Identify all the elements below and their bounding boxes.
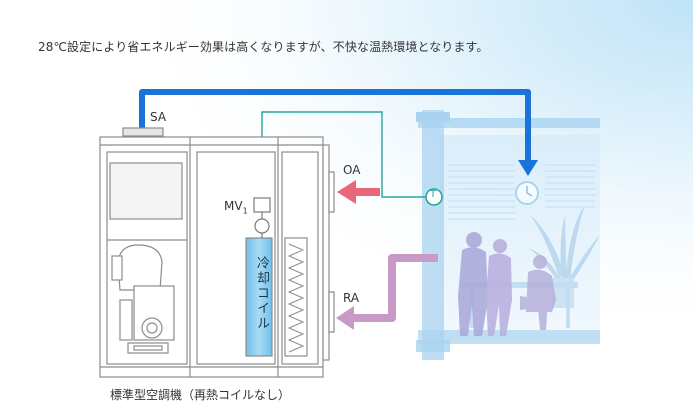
sa-label: SA	[150, 110, 167, 124]
unit-name-label: 標準型空調機（再熱コイルなし）	[110, 388, 291, 402]
mv-label-sub: 1	[242, 206, 248, 216]
motor-valve-icon	[253, 197, 271, 238]
caption-text: 28℃設定により省エネルギー効果は高くなりますが、不快な温熱環境となります。	[38, 40, 489, 54]
wall-clock	[515, 181, 539, 205]
people-silhouettes	[458, 232, 556, 336]
mv-label-main: MV	[224, 199, 243, 213]
outside-air-arrow	[337, 180, 380, 204]
cooling-coil	[245, 237, 273, 357]
temperature-sensor-icon	[425, 188, 443, 206]
oa-label: OA	[343, 163, 361, 177]
cooling-coil-label: 冷却コイル	[254, 256, 269, 331]
return-air-arrow	[336, 254, 438, 330]
supply-air-duct	[139, 89, 538, 176]
sensor-label: T	[430, 189, 437, 200]
mv1-label: MV1	[224, 199, 248, 215]
air-filter	[284, 237, 308, 357]
building-room	[416, 110, 600, 360]
ra-label: RA	[343, 291, 360, 305]
window-blinds	[448, 164, 595, 220]
